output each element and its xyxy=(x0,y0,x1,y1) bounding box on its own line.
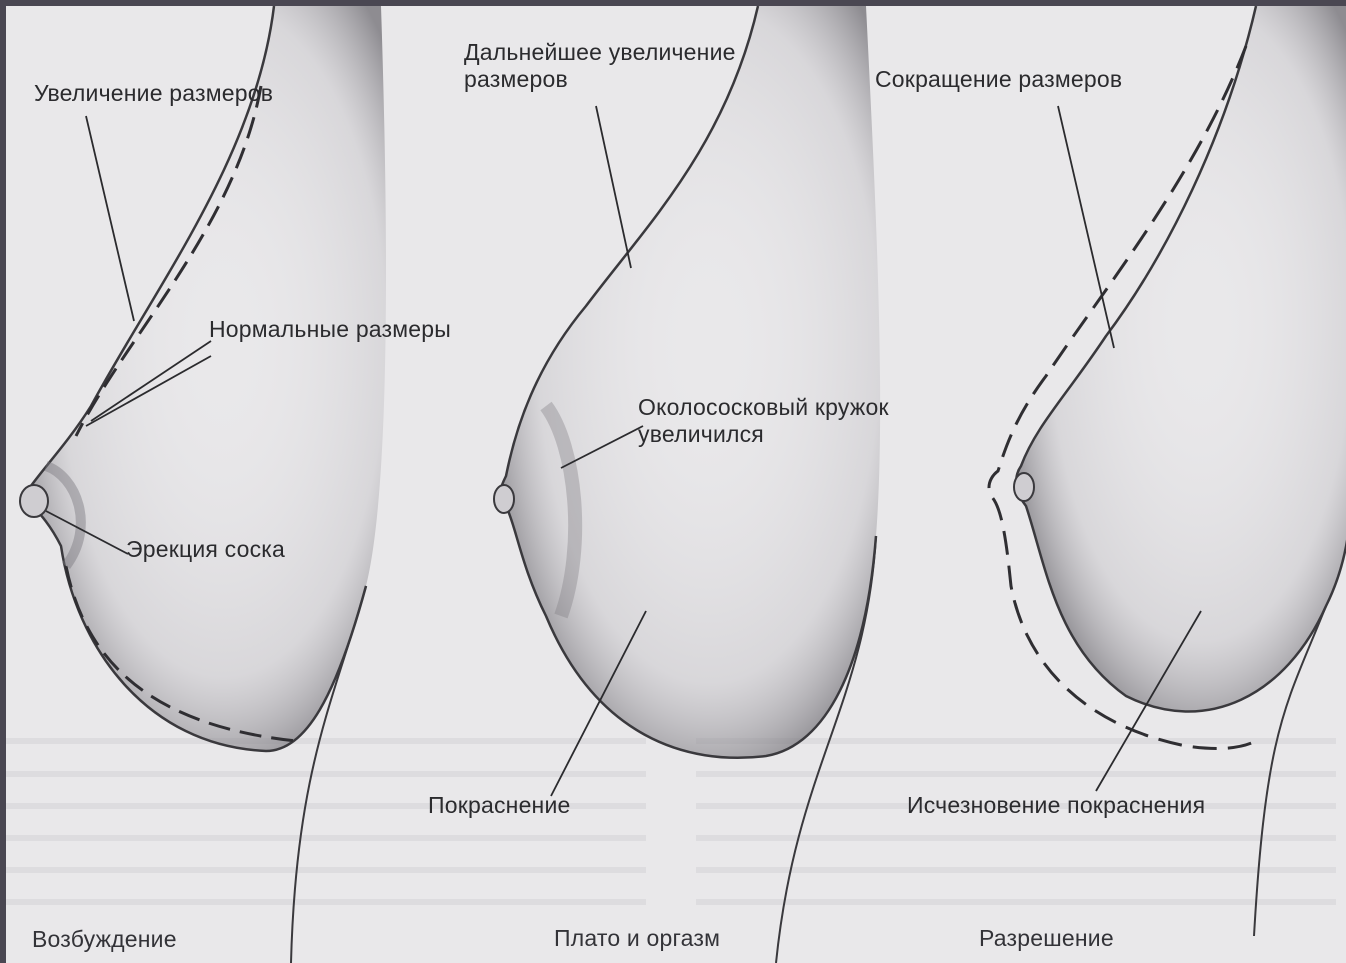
label-size-increase: Увеличение размеров xyxy=(34,80,273,107)
breast-shape-resolution xyxy=(1016,6,1346,712)
label-areola-enlarged: Околососковый кружок увеличился xyxy=(638,394,889,448)
nipple-excitement xyxy=(20,485,48,517)
label-normal-size: Нормальные размеры xyxy=(209,316,451,343)
label-redness: Покраснение xyxy=(428,792,571,819)
diagram-canvas: Увеличение размеров Нормальные размеры Э… xyxy=(6,6,1346,963)
breast-stages-illustration xyxy=(6,6,1346,963)
leader-further-increase xyxy=(596,106,631,268)
breast-figure-plateau xyxy=(494,6,880,963)
label-further-increase: Дальнейшее увеличение размеров xyxy=(464,39,736,93)
breast-shape-excitement xyxy=(24,6,386,751)
breast-shape-plateau xyxy=(500,6,880,758)
label-redness-disappear: Исчезновение покраснения xyxy=(907,792,1205,819)
background-text-texture xyxy=(6,741,1336,902)
label-size-decrease: Сокращение размеров xyxy=(875,66,1122,93)
label-nipple-erection: Эрекция соска xyxy=(126,536,285,563)
nipple-plateau xyxy=(494,485,514,513)
leader-size-decrease xyxy=(1058,106,1114,348)
caption-excitement: Возбуждение xyxy=(32,926,177,953)
caption-plateau-orgasm: Плато и оргазм xyxy=(554,925,720,952)
breast-figure-excitement xyxy=(20,6,386,963)
caption-resolution: Разрешение xyxy=(979,925,1114,952)
nipple-resolution xyxy=(1014,473,1034,501)
leader-size-increase xyxy=(86,116,134,321)
